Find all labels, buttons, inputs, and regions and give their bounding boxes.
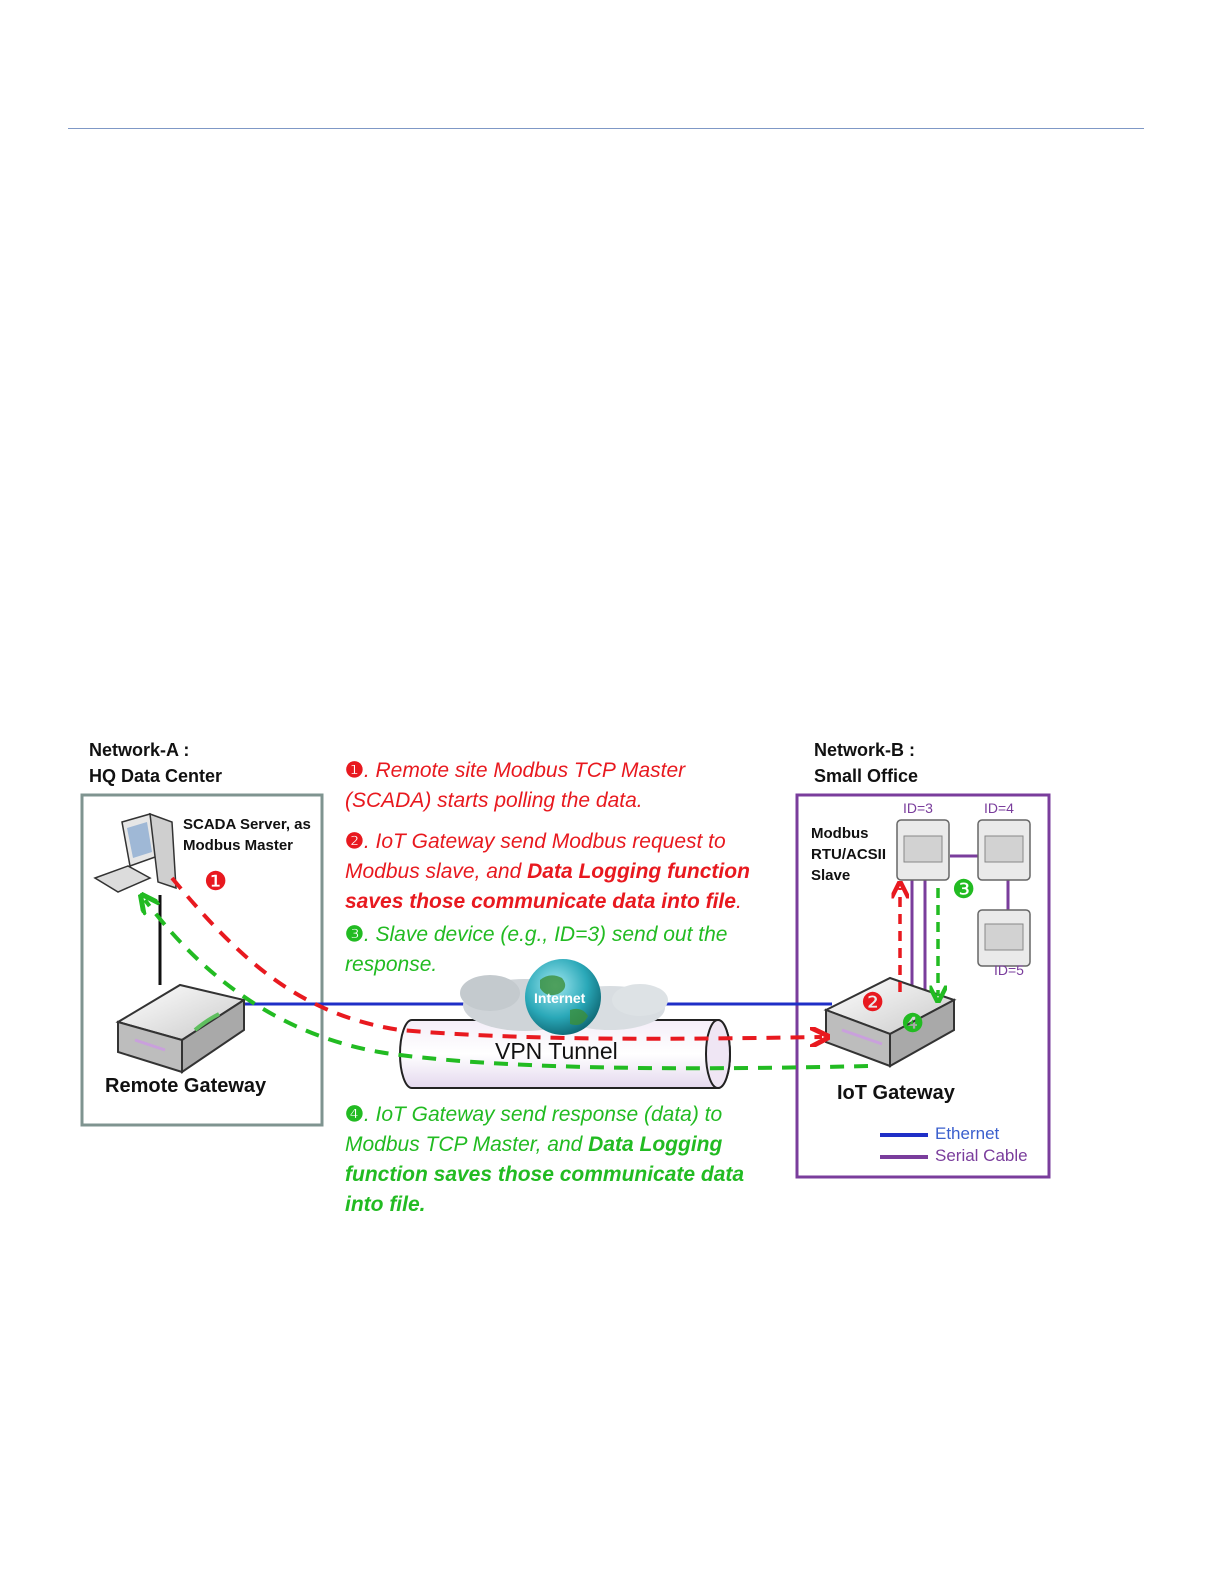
step-2-line1: . IoT Gateway send Modbus request to <box>363 830 726 853</box>
network-a-box <box>80 793 324 1127</box>
slave-label-line1: Modbus <box>811 825 869 842</box>
slave-device-id4-icon <box>977 819 1031 881</box>
step-4-marker-icon: ❹ <box>345 1103 364 1126</box>
internet-cloud-icon <box>460 959 668 1035</box>
iot-gateway-icon <box>823 976 957 1068</box>
marker-2-icon: ❷ <box>861 987 885 1017</box>
network-a-title-line1: Network-A : <box>89 740 190 760</box>
step-1-line1: . Remote site Modbus TCP Master <box>363 759 686 782</box>
step-4-line2-bold: Data Logging <box>588 1133 723 1156</box>
network-a-title: Network-A : HQ Data Center <box>89 737 222 789</box>
scada-label-line2: Modbus Master <box>183 837 294 854</box>
legend-ethernet-label: Ethernet <box>935 1124 1000 1143</box>
step-4-line4-bold: into file. <box>345 1193 426 1216</box>
step-4-text: ❹. IoT Gateway send response (data) to M… <box>345 1100 744 1220</box>
step-3-line2: response. <box>345 953 438 976</box>
id3-label: ID=3 <box>903 800 933 816</box>
network-a-title-line2: HQ Data Center <box>89 766 223 786</box>
step-1-marker-icon: ❶ <box>345 759 364 782</box>
header-rule <box>68 128 1144 129</box>
slave-device-id3-icon <box>896 819 950 881</box>
marker-3-icon: ❸ <box>952 874 976 904</box>
network-b-title-line1: Network-B : <box>814 740 916 760</box>
step-3-text: ❸. Slave device (e.g., ID=3) send out th… <box>345 920 727 980</box>
request-arrow-scada-to-iot <box>170 876 822 1039</box>
slave-label-line3: Slave <box>811 867 851 884</box>
step-2-text: ❷. IoT Gateway send Modbus request to Mo… <box>345 827 750 917</box>
step-2-marker-icon: ❷ <box>345 830 364 853</box>
scada-computer-icon <box>93 812 177 893</box>
remote-gateway-label: Remote Gateway <box>105 1075 267 1097</box>
response-arrow-iot-to-scada <box>145 900 869 1071</box>
slave-label: Modbus RTU/ACSII Slave <box>811 823 886 886</box>
step-4-line1: . IoT Gateway send response (data) to <box>363 1103 723 1126</box>
step-2-line2: Modbus slave, and <box>345 860 528 883</box>
id4-label: ID=4 <box>984 800 1014 816</box>
scada-label-line1: SCADA Server, as <box>183 816 311 833</box>
marker-4-icon: ❹ <box>901 1008 925 1038</box>
step-1-text: ❶. Remote site Modbus TCP Master (SCADA)… <box>345 756 685 816</box>
network-b-box <box>795 793 1051 1179</box>
slave-label-line2: RTU/ACSII <box>811 846 886 863</box>
internet-label: Internet <box>534 990 586 1006</box>
slave-device-id5-icon <box>977 909 1031 967</box>
marker-1-icon: ❶ <box>204 866 228 896</box>
step-1-line2: (SCADA) starts polling the data. <box>345 789 643 812</box>
step-2-line3-bold: saves those communicate data into file <box>345 890 736 913</box>
remote-gateway-icon <box>115 983 247 1074</box>
legend-serial-label: Serial Cable <box>935 1146 1028 1165</box>
id5-label: ID=5 <box>994 962 1024 978</box>
step-3-line1: . Slave device (e.g., ID=3) send out the <box>363 923 728 946</box>
iot-gateway-label: IoT Gateway <box>837 1082 955 1104</box>
step-4-line2: Modbus TCP Master, and <box>345 1133 589 1156</box>
scada-label: SCADA Server, as Modbus Master <box>183 814 311 856</box>
step-2-line2-bold: Data Logging function <box>527 860 750 883</box>
vpn-tunnel-label: VPN Tunnel <box>495 1038 618 1064</box>
step-4-line3-bold: function saves those communicate data <box>345 1163 745 1186</box>
step-2-line3-end: . <box>735 890 742 913</box>
network-b-title-line2: Small Office <box>814 766 919 786</box>
network-b-title: Network-B : Small Office <box>814 737 918 789</box>
step-3-marker-icon: ❸ <box>345 923 364 946</box>
